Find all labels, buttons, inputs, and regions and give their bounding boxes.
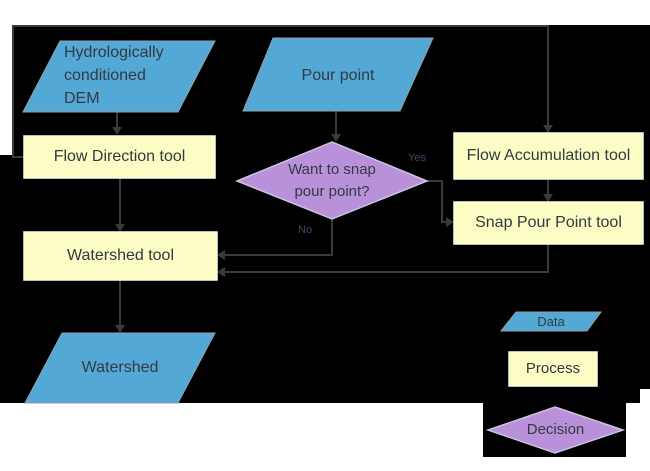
watershed-tool-node-shape <box>23 231 218 281</box>
pour-point-node-label: Pour point <box>301 66 375 84</box>
edge-decision-yes-to-snappourpoint <box>427 180 447 223</box>
flow-direction-node-shape <box>23 135 216 179</box>
arrowhead-dem-to-flowdirection <box>112 127 122 135</box>
flow-accumulation-node-label: Flow Accumulation tool <box>466 147 631 164</box>
watershed-node-shape <box>24 332 216 404</box>
arrowhead-flowdirection-to-watershedtool <box>115 224 125 232</box>
arrowhead-flowdirection-to-flowaccumulation <box>543 125 553 133</box>
flow-direction-node-label: Flow Direction tool <box>53 148 186 165</box>
arrowhead-pourpoint-to-decision <box>331 134 341 142</box>
arrowhead-watershedtool-to-watershed <box>115 325 125 333</box>
edge-label-no: No <box>298 224 313 236</box>
flow-accumulation-node-shape <box>453 132 644 180</box>
arrowhead-flowaccumulation-to-snappourpoint <box>543 194 553 202</box>
edge-snappourpoint-to-watershedtool <box>224 244 549 273</box>
decision-node-shape <box>235 141 429 220</box>
legend-data-shape <box>499 311 602 332</box>
arrowhead-snappourpoint-to-watershedtool <box>217 267 225 277</box>
legend-process-shape <box>508 351 598 387</box>
dem-node-shape <box>22 40 216 113</box>
snap-pour-point-node-shape <box>453 201 644 245</box>
dem-node-label: Hydrologically conditioned DEM <box>64 44 164 107</box>
edge-decision-no-to-watershedtool <box>224 219 333 256</box>
diagram-background-left <box>0 155 13 403</box>
legend-decision-label: Decision <box>526 421 585 438</box>
watershed-tool-node-label: Watershed tool <box>66 247 174 264</box>
arrowhead-decision-yes-to-snappourpoint <box>446 217 454 227</box>
background-notch <box>640 389 650 403</box>
snap-pour-point-node-label: Snap Pour Point tool <box>475 214 622 231</box>
legend-process-label: Process <box>525 360 581 377</box>
legend-data-label: Data <box>537 313 565 329</box>
edge-flowdirection-to-flowaccumulation <box>12 25 549 158</box>
watershed-node-label: Watershed <box>81 359 159 376</box>
arrowhead-decision-no-to-watershedtool <box>217 250 225 260</box>
edge-label-yes: Yes <box>408 152 426 164</box>
pour-point-node-shape <box>242 37 434 112</box>
legend-decision-shape <box>485 406 626 454</box>
decision-node-label: Want to snap pour point? <box>288 161 376 200</box>
